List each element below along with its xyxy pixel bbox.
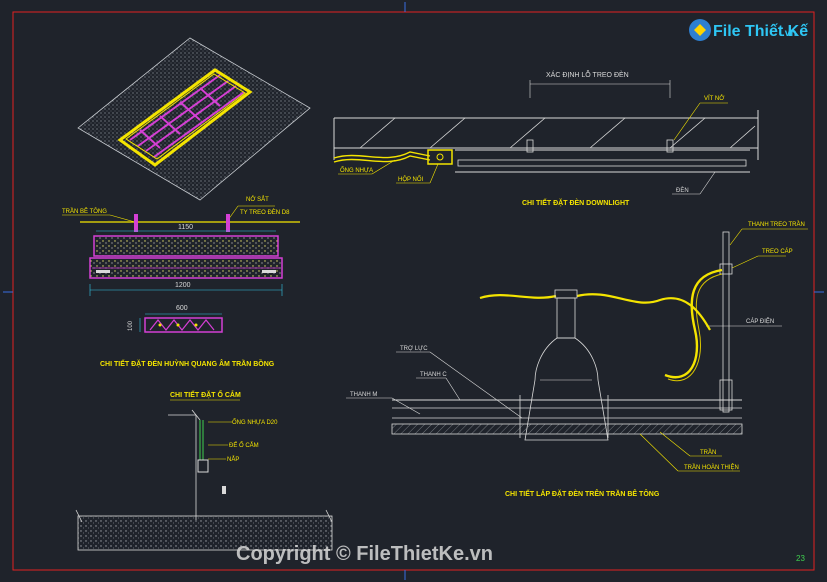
label-concrete-ceiling: TRẦN BÊ TÔNG xyxy=(62,207,107,215)
label-hanger-rod: TY TREO ĐÈN D8 xyxy=(240,209,290,216)
label-thanh-m: THANH M xyxy=(350,392,377,398)
caption-downlight: CHI TIẾT ĐẶT ĐÈN DOWNLIGHT xyxy=(522,197,630,207)
downlight-section: XÁC ĐỊNH LỖ TREO ĐÈN VÍT NỞ ỐNG NHỰA xyxy=(333,70,759,207)
label-ceiling: TRẦN xyxy=(700,449,716,456)
label-lamp: ĐÈN xyxy=(676,187,689,194)
logo: File Thiết Kế .vn xyxy=(689,19,808,41)
caption-socket: CHI TIẾT ĐẶT Ổ CẮM xyxy=(170,389,241,399)
label-hang-position: XÁC ĐỊNH LỖ TREO ĐÈN xyxy=(546,70,629,79)
label-dl-conduit: ỐNG NHỰA xyxy=(340,167,373,174)
label-power-cable: CÁP ĐIỆN xyxy=(746,317,774,325)
label-finish-ceiling: TRẦN HOÀN THIỆN xyxy=(684,463,739,471)
dim-1150: 1150 xyxy=(178,224,193,231)
dim-600: 600 xyxy=(176,305,188,312)
drawing-border xyxy=(12,11,815,571)
dim-100: 100 xyxy=(128,320,134,331)
fluorescent-section: TRẦN BÊ TÔNG NỞ SẮT TY TREO ĐÈN D8 1150 … xyxy=(62,195,300,368)
page-number: 23 xyxy=(796,554,805,563)
label-screw: VÍT NỞ xyxy=(704,95,724,102)
caption-fluorescent: CHI TIẾT ĐẶT ĐÈN HUỲNH QUANG ÂM TRẦN BỒN… xyxy=(100,358,275,368)
logo-text: File Thiết Kế xyxy=(713,23,808,40)
floor-slab xyxy=(77,515,333,551)
label-socket-cover: NẮP xyxy=(227,455,239,463)
label-thanh-c: THANH C xyxy=(420,372,447,378)
watermark: Copyright © FileThietKe.vn xyxy=(236,543,493,565)
label-cable-clip: TREO CÁP xyxy=(762,248,793,255)
logo-suffix: .vn xyxy=(782,28,796,39)
label-socket-box: ĐẾ Ổ CẮM xyxy=(229,441,259,449)
isometric-panel-view xyxy=(77,37,311,201)
caption-ceiling-lamp: CHI TIẾT LẮP ĐẶT ĐÈN TRÊN TRẦN BÊ TÔNG xyxy=(505,488,660,498)
label-hanger-bar: THANH TREO TRẦN xyxy=(748,221,805,228)
ceiling-lamp-section: THANH TREO TRẦN TREO CÁP CÁP ĐIỆN TRỢ LỰ… xyxy=(346,221,808,498)
label-junction-box: HỘP NỐI xyxy=(398,176,424,183)
label-tro-luc: TRỢ LỰC xyxy=(400,346,428,352)
socket-section: CHI TIẾT ĐẶT Ổ CẮM ỐNG NHỰA D20 ĐẾ Ổ CẮM… xyxy=(75,389,333,551)
label-steel-bolt: NỞ SẮT xyxy=(246,195,269,203)
label-socket-conduit: ỐNG NHỰA D20 xyxy=(232,419,278,426)
dim-1200: 1200 xyxy=(175,282,191,289)
